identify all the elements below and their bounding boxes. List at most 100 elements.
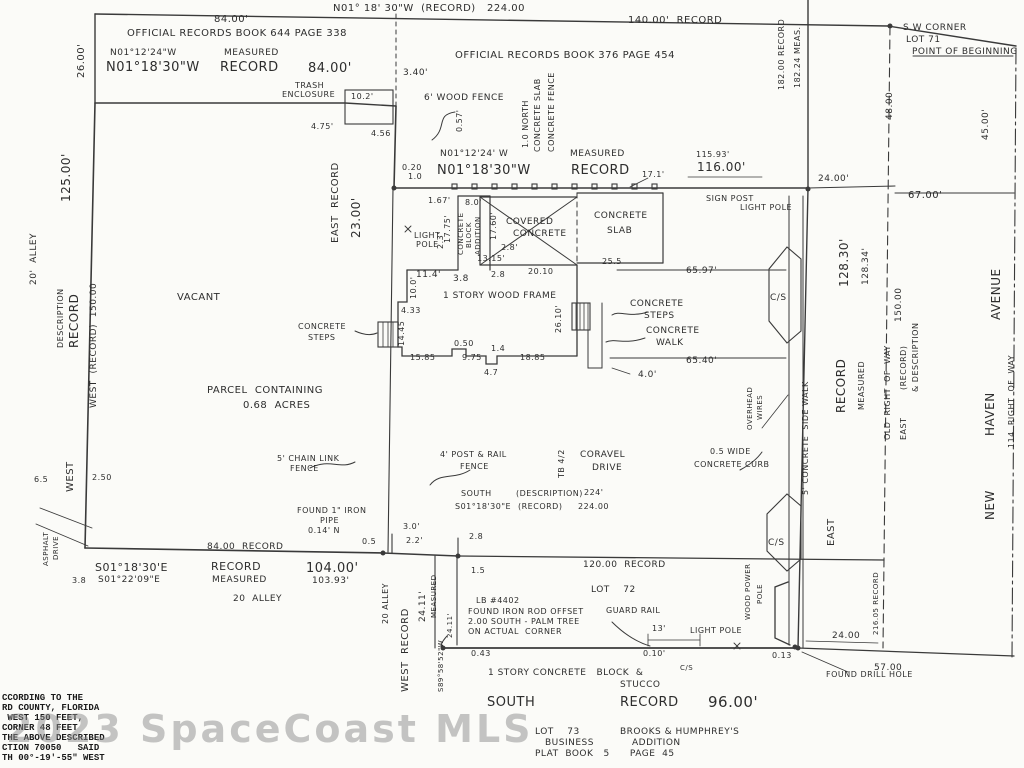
label-84-00-record: 84.00 RECORD [207, 542, 283, 552]
label-lot-73: LOT 73 [535, 727, 580, 737]
label-old-right-of-way: OLD RIGHT OF WAY [883, 345, 892, 440]
label-concrete: CONCRETE [298, 322, 346, 331]
label-drive: DRIVE [592, 463, 622, 473]
pole-cross-icon [404, 225, 412, 233]
label-s01-18-30-e: S01°18'30'E [95, 561, 168, 574]
label-record: RECORD [571, 163, 630, 178]
survey-line [1011, 47, 1017, 658]
label-67-00: 67.00' [908, 190, 942, 201]
leader-squiggle [354, 330, 378, 336]
label-concrete: CONCRETE [646, 326, 700, 336]
label-3-8: 3.8 [72, 576, 86, 585]
survey-line [611, 367, 631, 375]
survey-line [84, 102, 96, 549]
label-parcel-containing: PARCEL CONTAINING [207, 385, 323, 396]
leader-squiggle [739, 451, 763, 471]
label-2-2: 2.2' [406, 536, 423, 545]
label-9-75: 9.75 [462, 353, 482, 362]
label-vacant: VACANT [177, 292, 221, 303]
label-10-2: 10.2' [351, 92, 374, 101]
label-s01-22-09-e: S01°22'09"E [98, 575, 160, 585]
label-23-00: 23.00' [349, 197, 363, 238]
survey-rect [491, 183, 498, 190]
label-11-4: 11.4' [416, 270, 441, 280]
label-west-record: WEST RECORD [400, 608, 411, 692]
label-overhead: OVERHEAD [746, 387, 754, 430]
survey-rect [511, 183, 518, 190]
label-haven: HAVEN [983, 392, 997, 436]
label-record: (RECORD) [899, 346, 908, 390]
label-found-1-iron: FOUND 1" IRON [297, 506, 366, 515]
label-4-7: 4.7 [484, 368, 498, 377]
label-140-00-record: 140.00' RECORD [628, 15, 722, 26]
label-ction-70050-said: CTION 70050 SAID [2, 743, 100, 753]
label-24-11: 24.11' [446, 613, 454, 638]
leader-squiggle [429, 469, 471, 486]
label-0-68-acres: 0.68 ACRES [243, 400, 310, 411]
label-record: RECORD [834, 359, 848, 413]
label-tb-4-2: TB 4/2 [557, 449, 566, 479]
label-n01-12-24-w: N01°12'24"W [110, 48, 177, 58]
label-20-10: 20.10 [528, 267, 553, 276]
label-104-00: 104.00' [306, 561, 359, 576]
survey-rect [344, 89, 394, 125]
label-measured: MEASURED [224, 48, 279, 58]
label-corner-48-feet: CORNER 48 FEET [2, 723, 78, 733]
label-1-67: 1.67' [428, 196, 451, 205]
label-13-15: 13.15' [477, 254, 505, 263]
label-south: SOUTH [461, 489, 492, 498]
label-224-00: 224.00 [578, 502, 609, 511]
label-6-5: 6.5 [34, 475, 48, 484]
corner-point [792, 644, 798, 650]
label-2-3: 2.3' [436, 232, 445, 249]
label-1-0: 1.0 [408, 172, 422, 181]
label-walk: WALK [656, 338, 684, 348]
label-east: EAST [826, 518, 837, 546]
label-n01-12-24-w: N01°12'24' W [440, 149, 508, 159]
label-20-alley: 20 ALLEY [381, 583, 390, 624]
label-84-00: 84.00' [308, 61, 352, 76]
label-5-chain-link: 5' CHAIN LINK [277, 454, 340, 463]
label-addition: ADDITION [632, 738, 681, 748]
label-brooks-humphrey-s: BROOKS & HUMPHREY'S [620, 727, 739, 737]
label-c-s: C/S [768, 538, 785, 548]
label-65-40: 65.40' [686, 356, 717, 366]
survey-line [344, 102, 397, 107]
label-26-10: 26.10' [554, 305, 563, 333]
curb-shape [766, 493, 802, 572]
label-concrete: CONCRETE [594, 211, 648, 221]
label-116-00: 116.00' [697, 160, 746, 174]
label-concrete: CONCRETE [630, 299, 684, 309]
label-224-00: 224.00 [487, 3, 525, 14]
label-lot-71: LOT 71 [906, 35, 941, 45]
label-concrete-curb: CONCRETE CURB [694, 460, 770, 469]
label-114-right-of-way: 114 RIGHT OF WAY [1007, 355, 1016, 448]
label-5-concrete-side-walk: 5' CONCRETE SIDE WALK [801, 381, 810, 495]
label-lb-4402: LB #4402 [476, 596, 520, 605]
label-4-post-rail: 4' POST & RAIL [440, 450, 507, 459]
label-record: RECORD [211, 560, 261, 573]
corner-point [455, 553, 461, 559]
label-pole: POLE [756, 584, 764, 604]
label-128-34: 128.34' [861, 248, 871, 285]
survey-line [761, 394, 789, 429]
label-2-8: 2.8 [491, 270, 505, 279]
label-fence: FENCE [290, 464, 319, 473]
leader-squiggle [431, 111, 456, 141]
label-trash: TRASH [294, 81, 324, 90]
label-enclosure: ENCLOSURE [282, 90, 335, 99]
label-wires: WIRES [756, 395, 764, 420]
label-n01-18-30-w-record: N01° 18' 30"W (RECORD) [333, 3, 476, 14]
label-description: & DESCRIPTION [911, 323, 920, 392]
label-2-00-south-palm-tree: 2.00 SOUTH - PALM TREE [468, 617, 580, 626]
label-point-of-beginning: POINT OF BEGINNING [912, 47, 1018, 57]
label-concrete: CONCRETE [513, 229, 567, 239]
label-rd-county-florida: RD COUNTY, FLORIDA [2, 703, 100, 713]
label-found-iron-rod-offset: FOUND IRON ROD OFFSET [468, 607, 584, 616]
label-fence: FENCE [460, 462, 489, 471]
label-south: SOUTH [487, 695, 535, 710]
label-3-8: 3.8 [453, 274, 469, 284]
corner-point [887, 23, 893, 29]
building-outline [397, 269, 578, 365]
